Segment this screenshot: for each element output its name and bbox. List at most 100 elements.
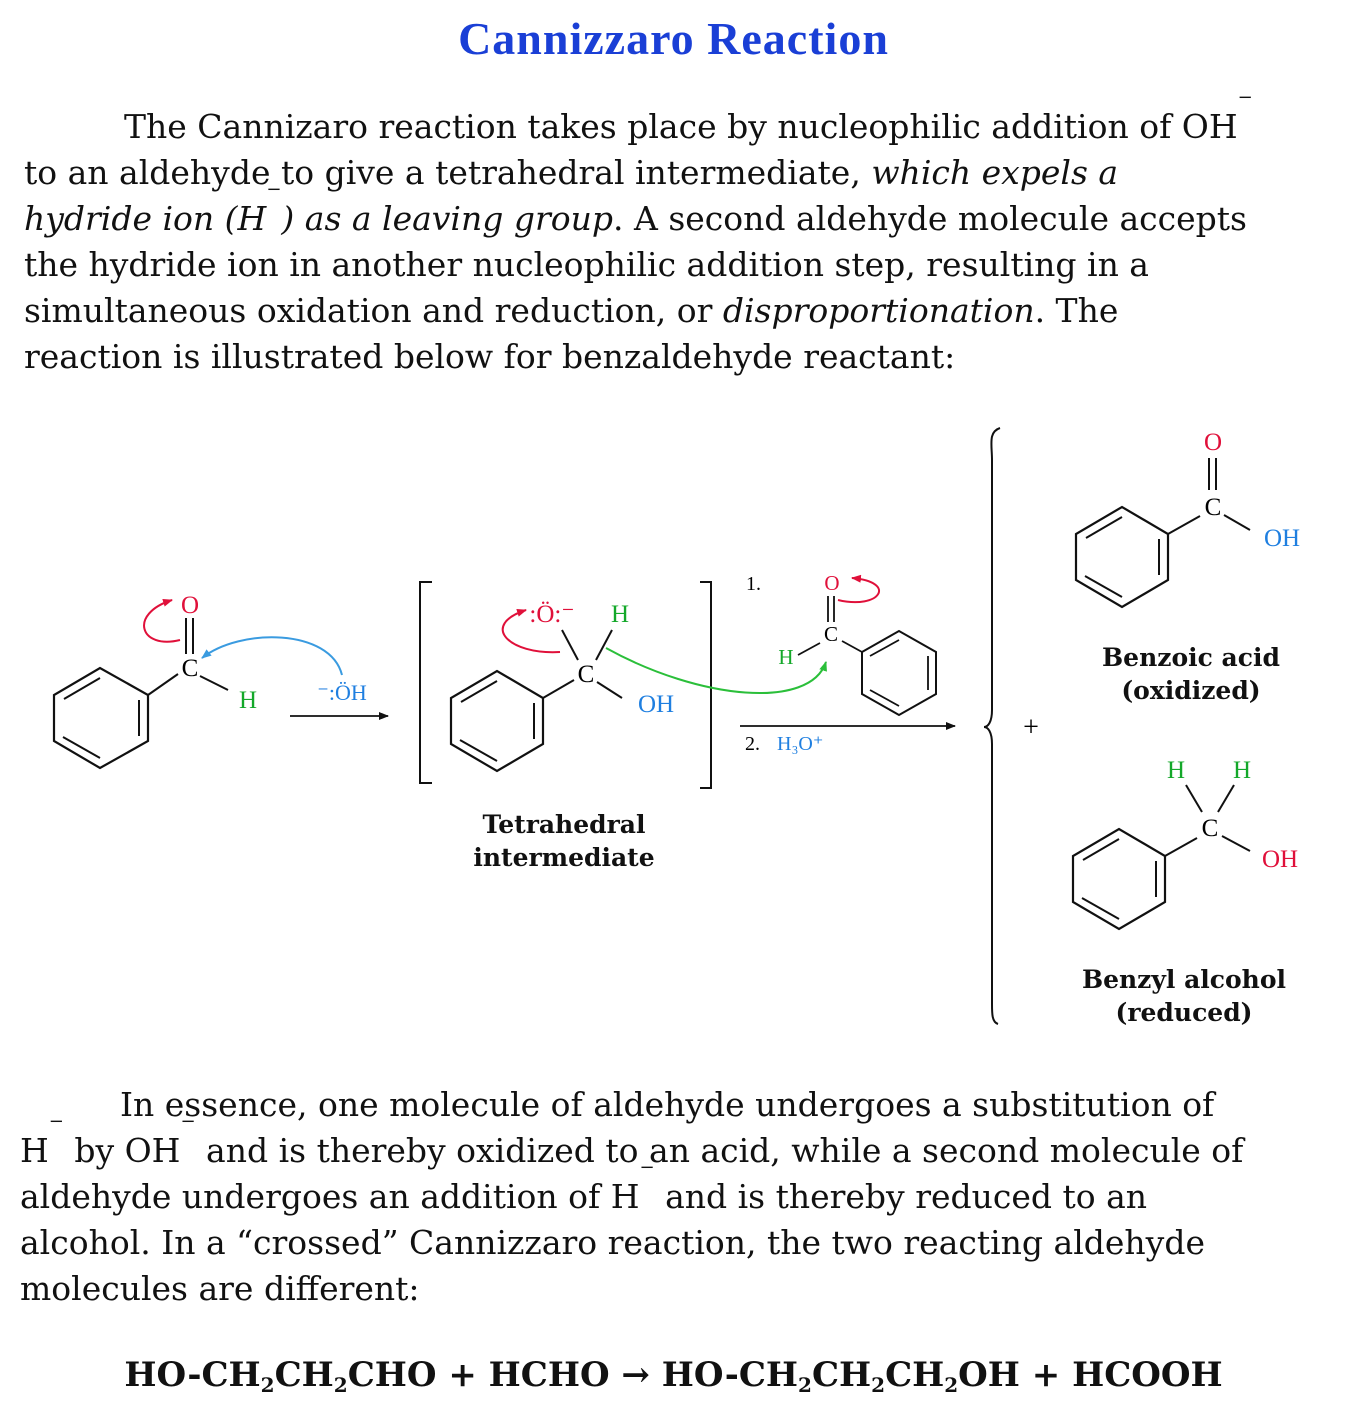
charge-minus: − [180, 1111, 196, 1132]
hydroxyl-group: OH [638, 691, 674, 718]
intro-line-4: the hydride ion in another nucleophilic … [24, 245, 1149, 284]
benzene-ring [52, 666, 150, 770]
eq-part: CH [811, 1355, 872, 1395]
single-bond [561, 629, 579, 661]
benzyl-alcohol-label: Benzyl alcohol [1082, 965, 1286, 994]
single-bond [1217, 784, 1235, 813]
plus-sign: + [1023, 712, 1039, 743]
intro-line-3-italic: hydride ion (H [24, 199, 267, 238]
intro-line-6: reaction is illustrated below for benzal… [24, 337, 956, 376]
second-aldehyde: 1. O C H 2. H₃O⁺ [740, 571, 956, 755]
blue-curved-arrow [201, 636, 343, 676]
summary-line-3b: and is thereby reduced to an [654, 1177, 1148, 1216]
aromatic-bond [1084, 575, 1123, 598]
summary-paragraph: In essence, one molecule of aldehyde und… [20, 1082, 1335, 1312]
aromatic-bond [1082, 838, 1120, 861]
charge-minus: − [639, 1157, 655, 1178]
single-bond [841, 640, 863, 653]
oxygen-atom: O [1204, 429, 1222, 456]
hydroxyl-group: OH [1264, 525, 1300, 552]
hydrogen-atom: H [239, 687, 257, 714]
oxygen-atom: O [181, 592, 199, 619]
intro-line-5-end: . The [1034, 291, 1119, 330]
intro-line-2: to an aldehyde to give a tetrahedral int… [24, 153, 872, 192]
benzene-ring [1071, 827, 1167, 931]
left-bracket [419, 581, 432, 784]
benzene-ring [449, 669, 545, 773]
eq-subscript: 2 [871, 1373, 886, 1397]
single-bond [1164, 837, 1198, 857]
summary-line-2a: H [20, 1131, 49, 1170]
reagent-hydronium: H₃O⁺ [777, 733, 823, 755]
intro-line-3-italic-b: ) as a leaving group [281, 199, 614, 238]
green-curved-arrow [605, 647, 827, 694]
single-bond [1185, 784, 1203, 813]
tetrahedral-label-line-1: Tetrahedral [483, 810, 646, 839]
carbon-atom: C [1205, 494, 1222, 521]
summary-line-2c: and is thereby oxidized to an acid, whil… [195, 1131, 1244, 1170]
red-curved-arrow [501, 608, 561, 654]
reduced-label: (reduced) [1116, 998, 1253, 1027]
intro-line-3: . A second aldehyde molecule accepts [613, 199, 1247, 238]
single-bond [199, 675, 229, 691]
eq-part: OH + HCOOH [958, 1355, 1223, 1395]
intro-line-1: The Cannizaro reaction takes place by nu… [124, 107, 1238, 146]
charge-minus: − [48, 1111, 64, 1132]
benzoic-acid-label: Benzoic acid [1102, 643, 1280, 672]
single-bond [147, 673, 179, 696]
aromatic-bond [869, 689, 900, 707]
right-bracket [700, 581, 712, 789]
intro-line-2-italic: which expels a [871, 153, 1119, 192]
intro-line-5: simultaneous oxidation and reduction, or [24, 291, 723, 330]
benzoic-acid-molecule: O C OH Benzoic acid (oxidized) [1074, 429, 1300, 705]
tetrahedral-intermediate: C :Ö:⁻ H OH Tetrahedral intermediate [419, 581, 827, 872]
alkoxide-oxygen: :Ö:⁻ [529, 601, 574, 628]
summary-line-4: alcohol. In a “crossed” Cannizzaro react… [20, 1223, 1205, 1262]
eq-part: CH [274, 1355, 334, 1395]
eq-part: CHO + HCHO → HO-CH [347, 1355, 799, 1395]
eq-part: CH [885, 1355, 945, 1395]
eq-subscript: 2 [333, 1373, 348, 1397]
step-2-label: 2. [745, 733, 760, 755]
intro-line-5-italic: disproportionation [722, 291, 1035, 330]
single-bond [596, 681, 623, 699]
hydrogen-atom: H [1167, 757, 1185, 784]
carbon-atom: C [824, 622, 838, 646]
tetrahedral-label-line-2: intermediate [473, 843, 654, 872]
aromatic-bond [1081, 897, 1120, 920]
benzene-ring [1074, 505, 1170, 609]
oxidized-label: (oxidized) [1121, 676, 1260, 705]
charge-minus: − [266, 179, 282, 200]
hydrogen-atom: H [778, 645, 793, 669]
benzyl-alcohol-molecule: H H C OH Benzyl alcohol (reduced) [1071, 757, 1298, 1027]
aromatic-bond [459, 739, 498, 762]
aromatic-bond [63, 677, 101, 700]
summary-line-5: molecules are different: [20, 1269, 420, 1308]
carbon-atom: C [1202, 815, 1219, 842]
step-1-label: 1. [746, 573, 761, 595]
hydrogen-atom: H [1233, 757, 1251, 784]
product-brace [983, 427, 1001, 1025]
single-bond [542, 679, 575, 699]
oxygen-atom: O [824, 571, 839, 595]
single-bond [797, 642, 821, 656]
summary-line-3a: aldehyde undergoes an addition of H [20, 1177, 640, 1216]
single-bond [595, 629, 613, 661]
aromatic-bond [460, 680, 498, 703]
red-curved-arrow [837, 574, 881, 604]
hydroxyl-group: OH [1262, 846, 1298, 873]
eq-part: HO-CH [124, 1355, 261, 1395]
single-bond [1221, 835, 1251, 852]
aromatic-bond [62, 736, 101, 759]
eq-subscript: 2 [798, 1373, 812, 1397]
summary-line-2b: by OH [63, 1131, 181, 1170]
carbon-atom: C [578, 661, 595, 688]
eq-subscript: 2 [260, 1373, 275, 1397]
single-bond [1167, 515, 1201, 535]
red-curved-arrow [143, 598, 181, 643]
aromatic-bond [1085, 516, 1123, 539]
intro-paragraph: The Cannizaro reaction takes place by nu… [24, 89, 1339, 380]
charge-minus: − [1237, 87, 1253, 108]
hydrogen-atom: H [611, 601, 629, 628]
aromatic-bond [869, 639, 900, 657]
